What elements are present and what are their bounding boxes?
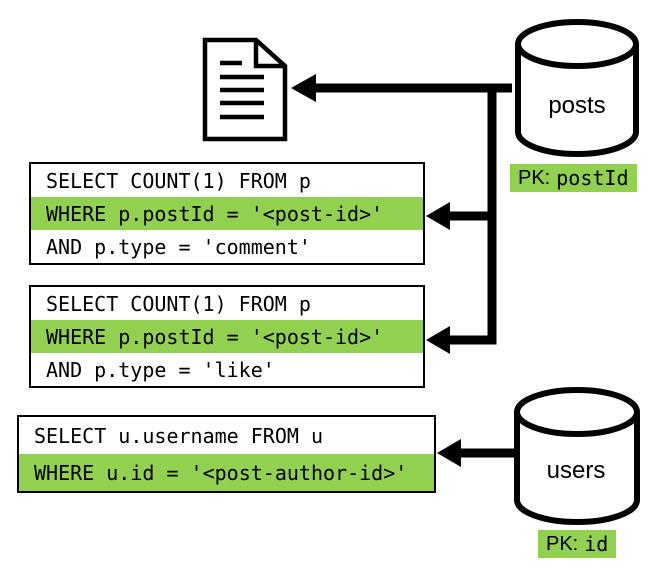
query-line: SELECT COUNT(1) FROM p [46,291,311,316]
users-database-label: users [546,457,606,484]
users-pk-badge: PK:id [538,530,617,558]
query-line-highlighted: WHERE u.id = '<post-author-id>' [19,454,434,491]
posts-pk-field: postId [556,166,629,190]
query-box-comment-count: SELECT COUNT(1) FROM p WHERE p.postId = … [29,162,425,265]
arrowhead-posts-to-comment-query [426,202,450,230]
query-line: AND p.type = 'comment' [46,234,311,259]
query-box-username-lookup: SELECT u.username FROM u WHERE u.id = '<… [17,415,436,493]
document-icon [202,37,288,142]
posts-pk-badge: PK:postId [510,164,637,192]
query-box-like-count: SELECT COUNT(1) FROM p WHERE p.postId = … [29,285,425,388]
pk-prefix-label: PK: [518,166,551,189]
document-fold-corner [253,40,285,69]
arrowhead-users-to-username-query [437,439,461,467]
query-line-highlighted: WHERE p.postId = '<post-id>' [31,197,423,230]
query-line: SELECT u.username FROM u [34,423,323,448]
posts-database-cylinder [515,19,639,157]
arrowhead-posts-to-document [291,74,316,102]
query-line-highlighted: WHERE p.postId = '<post-id>' [31,320,423,353]
pk-prefix-label: PK: [546,532,579,555]
posts-database-label: posts [548,92,606,119]
query-line: SELECT COUNT(1) FROM p [46,168,311,193]
arrowhead-posts-to-like-query [426,326,450,354]
query-line: AND p.type = 'like' [46,357,275,382]
users-pk-field: id [584,532,609,556]
users-database-cylinder [514,387,640,525]
